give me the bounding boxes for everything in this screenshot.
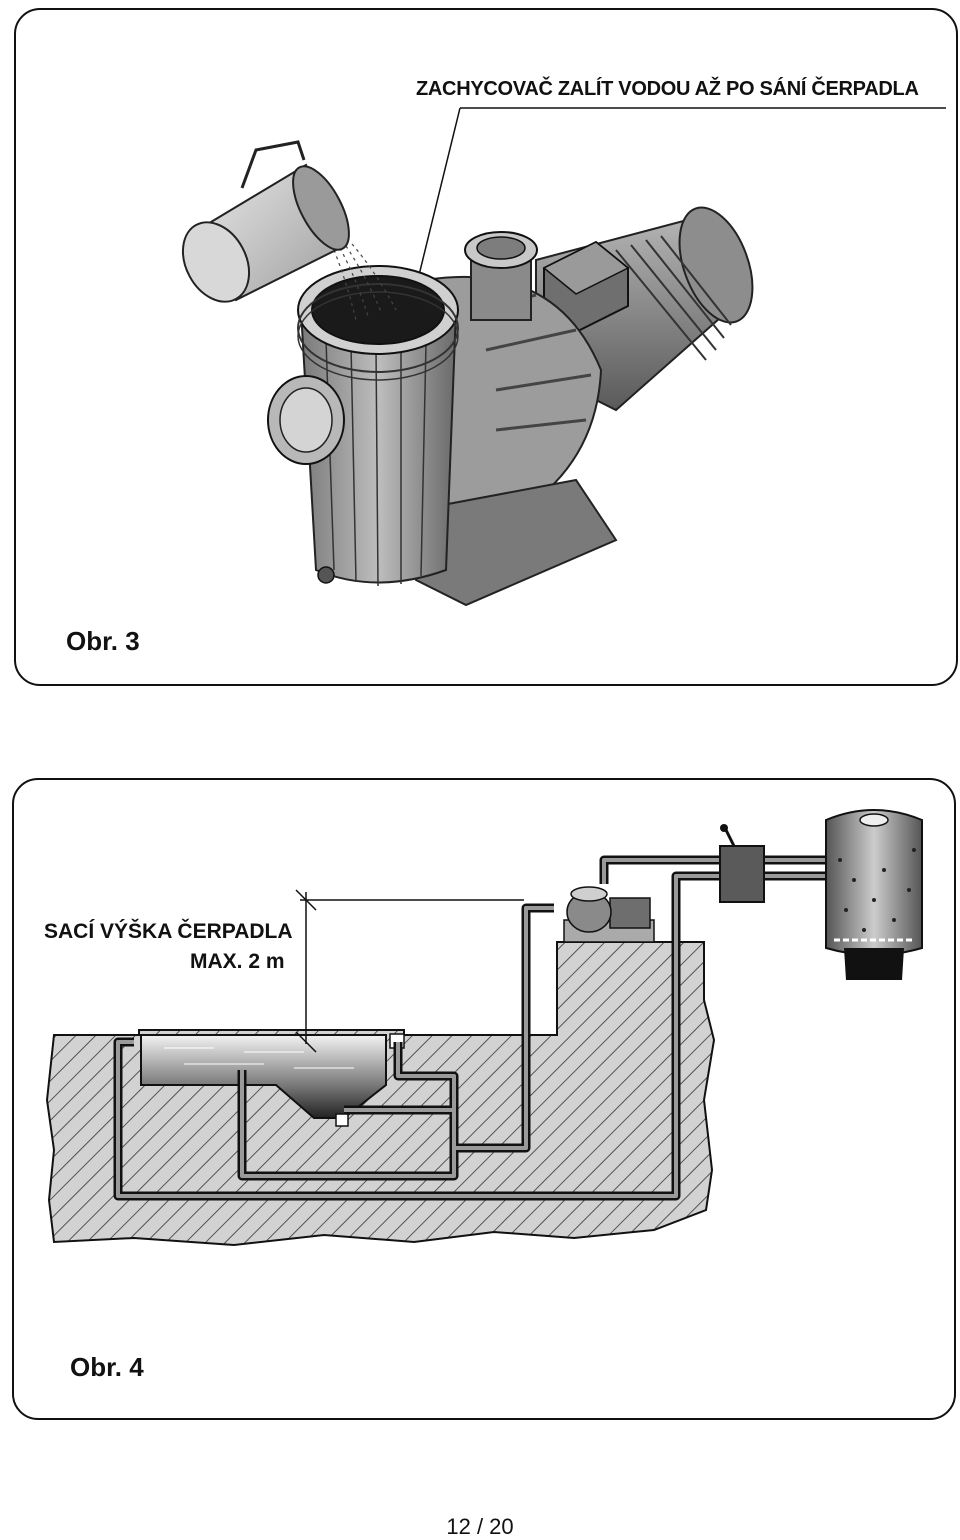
pump-small xyxy=(563,886,655,943)
figure-3-caption: ZACHYCOVAČ ZALÍT VODOU AŽ PO SÁNÍ ČERPAD… xyxy=(416,78,919,100)
water-bucket xyxy=(181,140,350,303)
figure-4-panel: SACÍ VÝŠKA ČERPADLA MAX. 2 m Obr. 4 xyxy=(12,778,956,1420)
pool-circulation-diagram-icon xyxy=(45,809,923,1247)
sand-filter xyxy=(825,809,923,980)
multiport-valve xyxy=(719,824,765,903)
figure-4-caption-line1: SACÍ VÝŠKA ČERPADLA xyxy=(44,920,293,943)
figure-4-label: Obr. 4 xyxy=(70,1352,144,1382)
pump-volute xyxy=(424,231,603,532)
suction-height-dimension xyxy=(295,889,524,1053)
figure-3-label: Obr. 3 xyxy=(66,626,140,656)
pool-water xyxy=(140,1034,387,1119)
main-drain xyxy=(335,1113,349,1127)
strainer-housing xyxy=(267,265,459,587)
figure-3-panel: ZACHYCOVAČ ZALÍT VODOU AŽ PO SÁNÍ ČERPAD… xyxy=(14,8,958,686)
figure-4-caption-line2: MAX. 2 m xyxy=(190,950,285,973)
page-number: 12 / 20 xyxy=(446,1514,514,1539)
water-stream xyxy=(333,243,397,321)
pump-priming-illustration-icon xyxy=(181,107,946,607)
